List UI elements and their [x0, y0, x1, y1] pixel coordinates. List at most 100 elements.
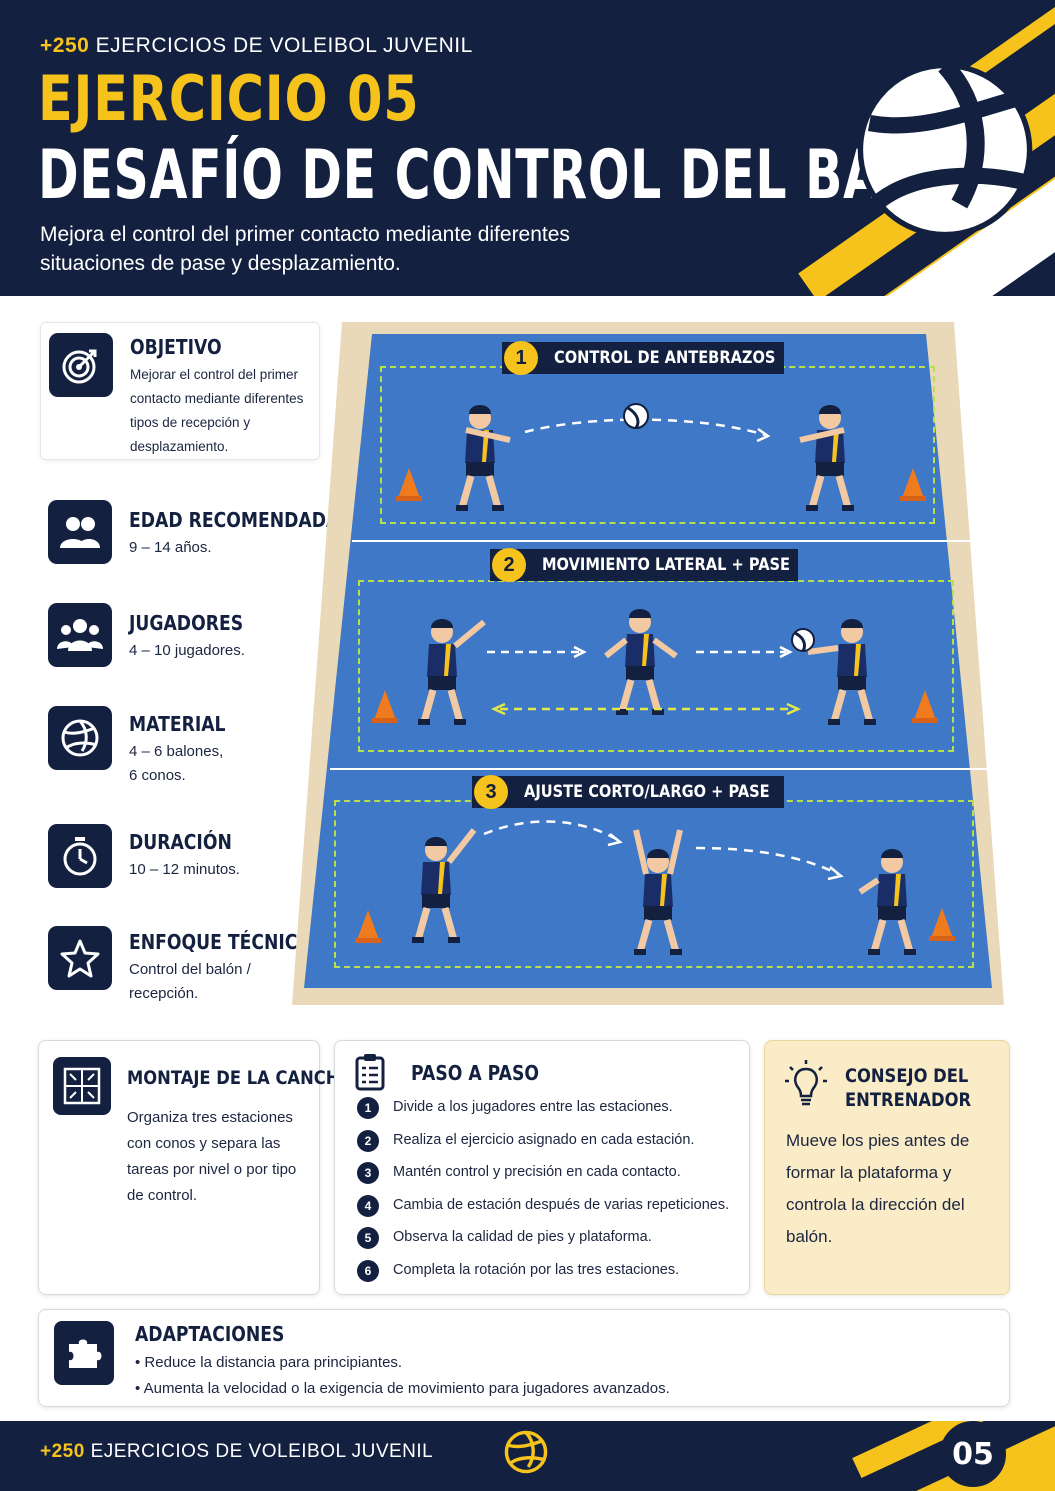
info-text: Control del balón / recepción.	[129, 961, 251, 1002]
puzzle-icon	[54, 1321, 114, 1385]
steps-list: 1 Divide a los jugadores entre las estaci…	[357, 1096, 747, 1292]
player	[456, 405, 511, 508]
info-text: 4 – 10 jugadores.	[129, 642, 245, 659]
setup-text: Organiza tres estaciones con conos y sep…	[127, 1109, 297, 1204]
station-number: 3	[474, 775, 508, 809]
step-number: 5	[357, 1227, 379, 1250]
info-title: DURACIÓN	[129, 830, 232, 854]
station-divider	[352, 540, 992, 542]
volleyball-icon	[857, 60, 1033, 238]
station-label-1: 1 CONTROL DE ANTEBRAZOS	[502, 341, 784, 375]
info-enfoque: ENFOQUE TÉCNICO Control del balón / rece…	[40, 926, 320, 1014]
player	[858, 849, 916, 952]
info-title: ENFOQUE TÉCNICO	[129, 930, 312, 954]
player	[799, 405, 854, 508]
adaptations-title: ADAPTACIONES	[135, 1322, 285, 1346]
step-text: Realiza el ejercicio asignado en cada es…	[393, 1131, 695, 1148]
page-subtitle: Mejora el control del primer contacto me…	[40, 223, 570, 275]
group-icon	[48, 603, 112, 667]
court-layout-icon	[53, 1057, 111, 1115]
step-number: 6	[357, 1259, 379, 1282]
footer-text: +250 EJERCICIOS DE VOLEIBOL JUVENIL	[40, 1441, 433, 1463]
page-title: DESAFÍO DE CONTROL DEL BALÓN	[38, 136, 996, 215]
steps-box: PASO A PASO 1 Divide a los jugadores entr…	[334, 1040, 750, 1295]
step-text: Observa la calidad de pies y plataforma.	[393, 1229, 652, 1246]
cone-icon	[929, 908, 955, 941]
volleyball-icon	[48, 706, 112, 770]
step-text: Completa la rotación por las tres estaci…	[393, 1261, 680, 1278]
footer-plus: +250	[40, 1441, 85, 1462]
footer-series: EJERCICIOS DE VOLEIBOL JUVENIL	[90, 1441, 434, 1462]
footer: +250 EJERCICIOS DE VOLEIBOL JUVENIL 05	[0, 1421, 1055, 1491]
volleyball-icon	[504, 1430, 548, 1474]
step-number: 2	[357, 1129, 379, 1152]
step-text: Cambia de estación después de varias rep…	[393, 1196, 730, 1213]
player	[412, 828, 477, 940]
header: +250 EJERCICIOS DE VOLEIBOL JUVENIL EJER…	[0, 0, 1055, 296]
step-number: 1	[357, 1097, 379, 1119]
volleyball-icon	[623, 403, 649, 429]
info-objetivo: OBJETIVO Mejorar el control del primer c…	[40, 322, 320, 460]
tip-text: Mueve los pies antes de formar la plataf…	[786, 1131, 970, 1246]
cone-icon	[355, 910, 381, 943]
info-text: 10 – 12 minutos.	[129, 861, 240, 878]
setup-title: MONTAJE DE LA CANCHA	[127, 1067, 353, 1089]
tip-title: CONSEJO DEL	[845, 1065, 969, 1087]
player	[418, 619, 486, 722]
step-number: 4	[357, 1194, 379, 1217]
station-number: 1	[504, 341, 538, 375]
setup-box: MONTAJE DE LA CANCHA Organiza tres estac…	[38, 1040, 352, 1295]
info-title: JUGADORES	[129, 611, 244, 635]
step-item: 4 Cambia de estación después de varias re…	[357, 1194, 747, 1227]
info-title: MATERIAL	[129, 712, 226, 736]
station-label-2: 2 MOVIMIENTO LATERAL + PASE	[490, 548, 798, 582]
info-title: OBJETIVO	[130, 335, 222, 359]
step-item: 1 Divide a los jugadores entre las estaci…	[357, 1096, 747, 1129]
station-title: AJUSTE CORTO/LARGO + PASE	[524, 782, 770, 802]
stopwatch-icon	[48, 824, 112, 888]
info-duracion: DURACIÓN 10 – 12 minutos.	[40, 824, 320, 890]
tip-title: ENTRENADOR	[845, 1089, 972, 1111]
adaptation-text: Aumenta la velocidad o la exigencia de m…	[143, 1380, 670, 1397]
adaptation-item: • Reduce la distancia para principiantes…	[135, 1354, 403, 1371]
station-title: MOVIMIENTO LATERAL + PASE	[542, 555, 791, 575]
station-label-3: 3 AJUSTE CORTO/LARGO + PASE	[472, 775, 784, 809]
adaptation-item: • Aumenta la velocidad o la exigencia de…	[135, 1380, 670, 1397]
step-item: 2 Realiza el ejercicio asignado en cada e…	[357, 1129, 747, 1162]
step-text: Divide a los jugadores entre las estacio…	[393, 1099, 673, 1115]
volleyball-icon	[791, 628, 815, 652]
steps-title: PASO A PASO	[411, 1061, 539, 1085]
info-text: 4 – 6 balones, 6 conos.	[129, 743, 224, 784]
tip-box: CONSEJO DEL ENTRENADOR Mueve los pies an…	[764, 1040, 1010, 1295]
clipboard-icon	[355, 1054, 385, 1091]
info-edad: EDAD RECOMENDADA 9 – 14 años.	[40, 500, 339, 566]
station-area	[358, 580, 954, 752]
step-item: 3 Mantén control y precisión en cada cont…	[357, 1161, 747, 1194]
pass-arrow	[483, 820, 619, 842]
player	[634, 829, 682, 952]
adaptation-text: Reduce la distancia para principiantes.	[144, 1354, 403, 1371]
cone-icon	[372, 690, 398, 723]
cone-icon	[900, 468, 926, 501]
adaptations-list: • Reduce la distancia para principiantes…	[135, 1350, 670, 1402]
info-jugadores: JUGADORES 4 – 10 jugadores.	[40, 603, 320, 669]
step-number: 3	[357, 1162, 379, 1185]
info-material: MATERIAL 4 – 6 balones, 6 conos.	[40, 706, 320, 792]
cone-icon	[912, 690, 938, 723]
kicker-plus: +250	[40, 34, 90, 57]
adaptations-box: ADAPTACIONES • Reduce la distancia para …	[38, 1309, 1010, 1407]
users-icon	[48, 500, 112, 564]
step-item: 5 Observa la calidad de pies y plataforma…	[357, 1226, 747, 1259]
step-text: Mantén control y precisión en cada conta…	[393, 1164, 681, 1181]
station-number: 2	[492, 548, 526, 582]
exercise-label: EJERCICIO 05	[38, 62, 420, 135]
player	[604, 609, 678, 712]
pass-arrow	[695, 846, 839, 876]
step-item: 6 Completa la rotación por las tres estac…	[357, 1259, 747, 1292]
info-text: Mejorar el control del primer contacto m…	[130, 367, 304, 454]
info-text: 9 – 14 años.	[129, 539, 212, 556]
kicker: +250 EJERCICIOS DE VOLEIBOL JUVENIL	[40, 34, 473, 58]
star-icon	[48, 926, 112, 990]
station-divider	[330, 768, 1016, 770]
